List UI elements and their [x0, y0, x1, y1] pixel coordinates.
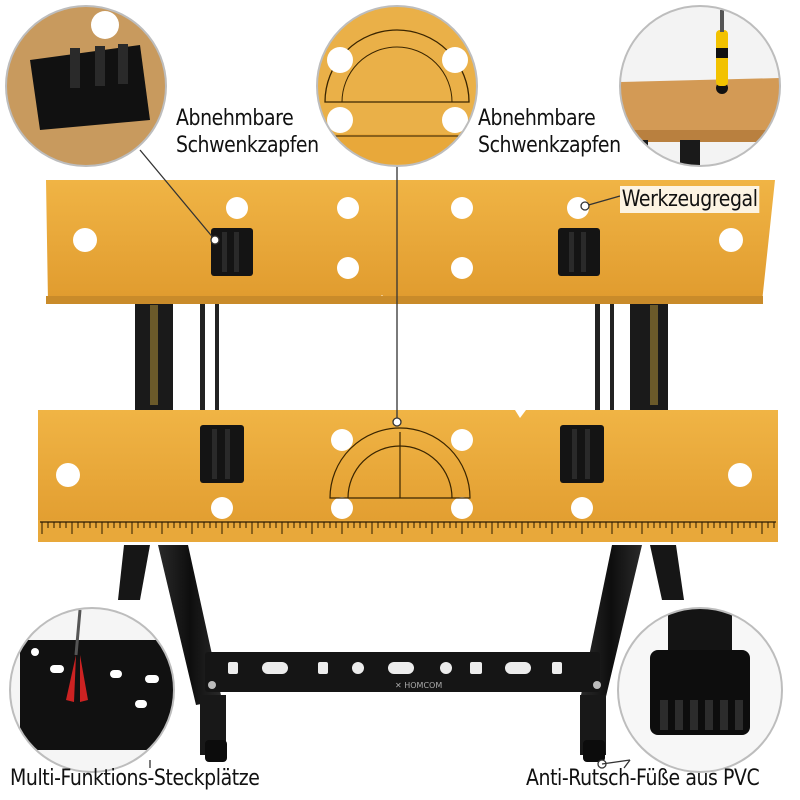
callout-circle-protractor-detail: [316, 5, 478, 167]
callout-swivel-right-line1: Abnehmbare: [478, 106, 596, 131]
callout-circle-swivel-peg-detail: [5, 5, 167, 167]
callout-multi-function-slots: Multi-Funktions-Steckplätze: [10, 765, 260, 792]
svg-text:✕ HOMCOM: ✕ HOMCOM: [395, 681, 442, 690]
swivel-peg-front-left: [200, 425, 244, 483]
rear-work-board: [46, 180, 775, 304]
callout-swivel-right-line2: Schwenkzapfen: [478, 133, 621, 158]
callout-anti-slip-feet: Anti-Rutsch-Füße aus PVC: [526, 765, 760, 792]
callout-circle-tool-shelf-detail: [619, 5, 781, 167]
callout-circle-multi-slots-detail: [9, 607, 175, 773]
callout-swivel-pegs-left: Abnehmbare Schwenkzapfen: [176, 105, 319, 159]
front-work-board: [38, 410, 778, 542]
steel-frame: ✕ HOMCOM: [118, 300, 684, 762]
callout-anti-slip-feet-label: Anti-Rutsch-Füße aus PVC: [526, 766, 760, 791]
swivel-peg-rear-left: [211, 228, 253, 276]
swivel-peg-rear-right: [558, 228, 600, 276]
callout-tool-shelf-label: Werkzeugregal: [621, 187, 758, 212]
callout-swivel-left-line1: Abnehmbare: [176, 106, 294, 131]
callout-swivel-pegs-right: Abnehmbare Schwenkzapfen: [478, 105, 621, 159]
ruler-scale: [40, 521, 776, 534]
protractor-marking: [329, 427, 471, 499]
callout-multi-slots-label: Multi-Funktions-Steckplätze: [10, 766, 260, 791]
swivel-peg-front-right: [560, 425, 604, 483]
callout-swivel-left-line2: Schwenkzapfen: [176, 133, 319, 158]
callout-circle-anti-slip-foot-detail: [617, 607, 783, 773]
callout-leaders: [139, 149, 631, 769]
callout-tool-shelf: Werkzeugregal: [620, 186, 760, 213]
